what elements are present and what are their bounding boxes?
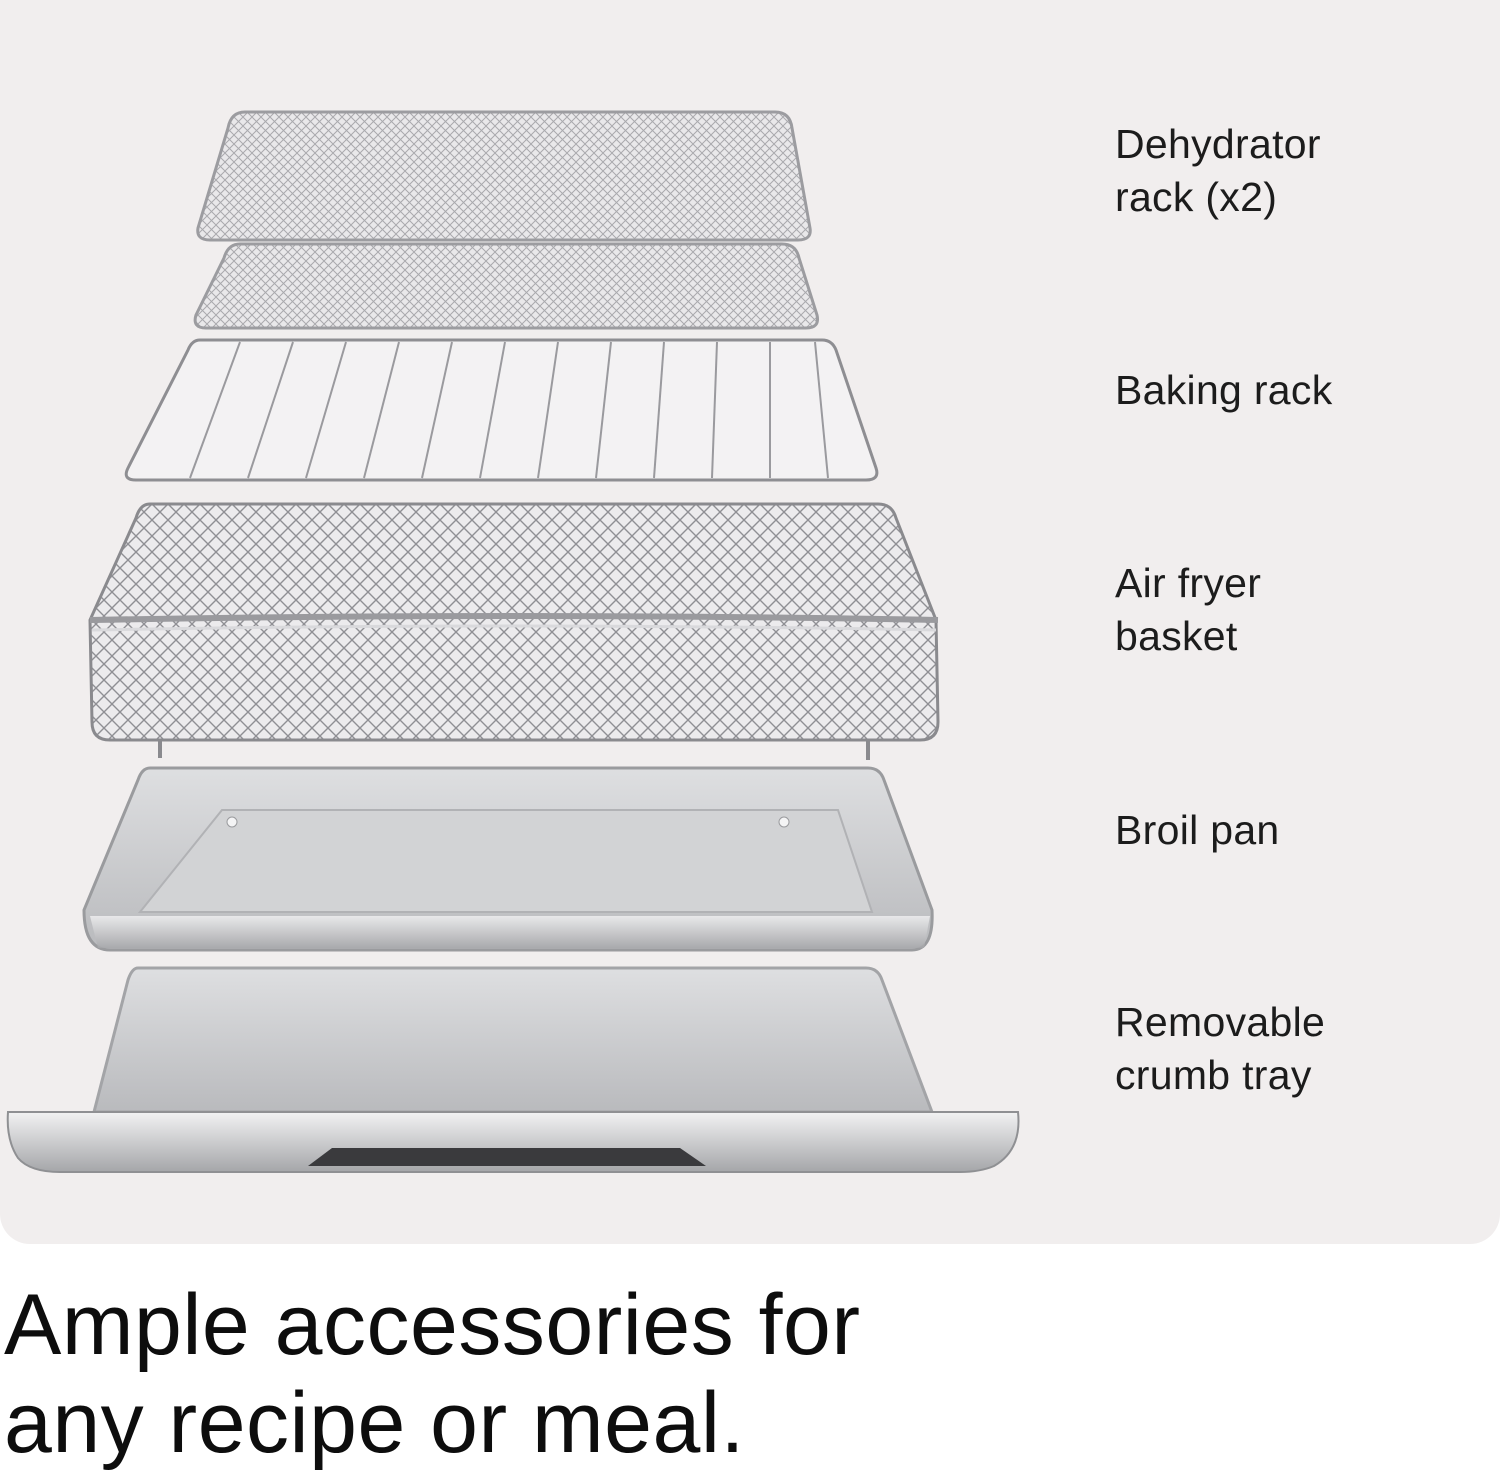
baking-rack [124, 338, 879, 482]
label-dehydrator-rack: Dehydrator rack (x2) [1115, 121, 1321, 220]
label-air-fryer-basket: Air fryer basket [1115, 560, 1262, 659]
accessories-illustration [6, 110, 1020, 1173]
crumb-tray [6, 966, 1020, 1173]
dehydrator-rack-bottom [193, 242, 819, 330]
headline: Ample accessories for any recipe or meal… [4, 1277, 861, 1471]
air-fryer-basket [88, 502, 940, 760]
product-panel: Dehydrator rack (x2) Baking rack Air fry… [0, 0, 1500, 1244]
label-broil-pan: Broil pan [1115, 807, 1280, 853]
label-baking-rack: Baking rack [1115, 367, 1333, 413]
dehydrator-rack-top [196, 110, 812, 242]
broil-pan [82, 766, 934, 952]
label-crumb-tray: Removable crumb tray [1115, 999, 1326, 1098]
